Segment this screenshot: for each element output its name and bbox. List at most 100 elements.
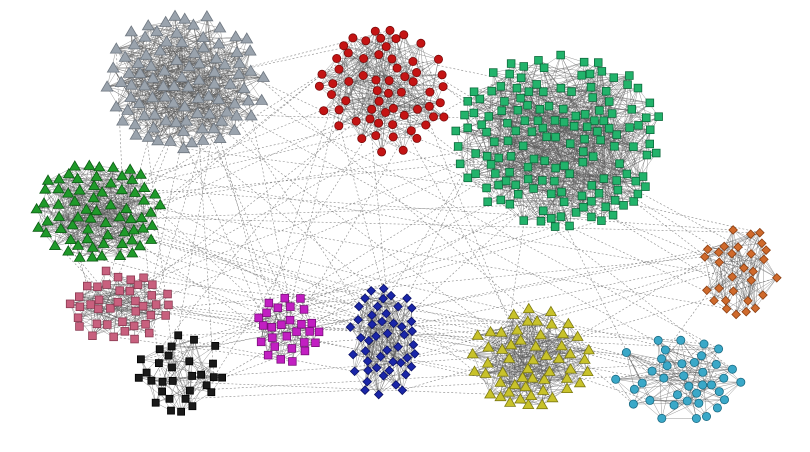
- intra-edge-red: [395, 38, 439, 60]
- square-node: [185, 386, 194, 395]
- circle-node: [326, 90, 336, 100]
- triangle-node: [176, 141, 191, 154]
- square-node: [469, 108, 478, 118]
- square-node: [497, 106, 506, 116]
- triangle-node: [212, 37, 226, 49]
- square-node: [516, 73, 526, 83]
- intra-edge-cyan: [716, 364, 741, 383]
- triangle-node: [64, 233, 77, 245]
- square-node: [75, 322, 84, 331]
- intra-edge-cyan: [634, 377, 664, 390]
- intra-edge-green: [554, 87, 592, 121]
- square-node: [163, 289, 172, 299]
- circle-node: [437, 70, 447, 80]
- circle-node: [684, 381, 694, 391]
- square-node: [529, 154, 539, 164]
- square-node: [188, 371, 197, 380]
- intra-edge-cyan: [665, 348, 719, 351]
- intra-edge-dgreen: [45, 204, 59, 234]
- circle-node: [628, 399, 638, 409]
- intra-edge-pink: [96, 277, 119, 324]
- intra-edge-cyan: [626, 352, 697, 419]
- triangle-node: [30, 202, 43, 214]
- square-node: [610, 142, 619, 151]
- square-node: [594, 58, 603, 67]
- square-node: [287, 344, 297, 353]
- intra-edge-orange: [762, 277, 777, 296]
- intra-edge-cyan: [681, 343, 705, 364]
- intra-edge-olive: [472, 353, 585, 360]
- circle-node: [719, 373, 729, 383]
- circle-node: [699, 339, 709, 349]
- circle-node: [694, 398, 704, 408]
- diamond-node: [360, 385, 370, 395]
- triangle-node: [126, 247, 139, 258]
- intra-edge-red: [416, 43, 422, 73]
- triangle-node: [83, 159, 96, 170]
- triangle-node: [101, 228, 114, 240]
- triangle-node: [66, 219, 79, 230]
- intra-edge-pink: [137, 284, 166, 316]
- square-node: [559, 197, 569, 207]
- inter-edge: [141, 217, 760, 233]
- triangle-node: [538, 373, 551, 384]
- intra-edge-red: [365, 40, 418, 139]
- intra-edge-olive: [540, 334, 571, 370]
- diamond-node: [371, 362, 382, 373]
- square-node: [273, 303, 283, 312]
- intra-edge-gray: [128, 73, 167, 122]
- square-node: [594, 189, 604, 198]
- intra-edge-olive: [528, 308, 550, 372]
- inter-edge: [89, 165, 383, 322]
- triangle-node: [218, 58, 232, 70]
- intra-edge-red: [338, 69, 372, 110]
- inter-edge: [156, 304, 662, 360]
- triangle-node: [240, 32, 254, 44]
- circle-node: [657, 413, 667, 423]
- triangle-node: [71, 172, 84, 184]
- intra-edge-orange: [718, 243, 763, 289]
- square-node: [147, 291, 156, 300]
- diamond-node: [402, 293, 412, 304]
- square-node: [535, 105, 545, 114]
- triangle-node: [166, 96, 180, 108]
- diamond-node: [759, 254, 769, 265]
- circle-node: [692, 388, 702, 398]
- circle-node: [416, 38, 426, 48]
- circle-node: [727, 364, 737, 374]
- intra-edge-green: [509, 73, 614, 78]
- intra-edge-black: [191, 345, 216, 377]
- triangle-node: [109, 100, 123, 112]
- intra-edge-orange: [751, 280, 756, 309]
- triangle-node: [62, 167, 75, 179]
- square-node: [580, 110, 590, 119]
- triangle-node: [114, 249, 127, 261]
- triangle-node: [192, 73, 206, 85]
- intra-edge-blue: [382, 298, 408, 358]
- intra-edge-olive: [549, 359, 585, 372]
- intra-edge-gray: [197, 63, 200, 114]
- triangle-node: [519, 380, 532, 392]
- square-node: [300, 338, 309, 347]
- circle-node: [328, 79, 338, 89]
- intra-edge-red: [420, 43, 441, 103]
- circle-node: [425, 87, 435, 97]
- triangle-node: [151, 134, 165, 146]
- square-node: [101, 266, 111, 276]
- circle-node: [348, 33, 358, 43]
- intra-edge-orange: [733, 259, 765, 292]
- square-node: [451, 126, 460, 136]
- diamond-node: [373, 389, 384, 400]
- community-green: [451, 50, 663, 231]
- square-node: [565, 169, 574, 178]
- intra-edge-green: [481, 124, 524, 221]
- square-node: [300, 346, 310, 356]
- community-olive: [466, 302, 595, 410]
- square-node: [556, 83, 566, 93]
- triangle-node: [502, 386, 516, 397]
- intra-edge-green: [475, 173, 529, 180]
- intra-edge-orange: [755, 277, 777, 309]
- diamond-node: [758, 290, 768, 300]
- intra-edge-orange: [735, 253, 752, 315]
- diamond-node: [721, 304, 732, 314]
